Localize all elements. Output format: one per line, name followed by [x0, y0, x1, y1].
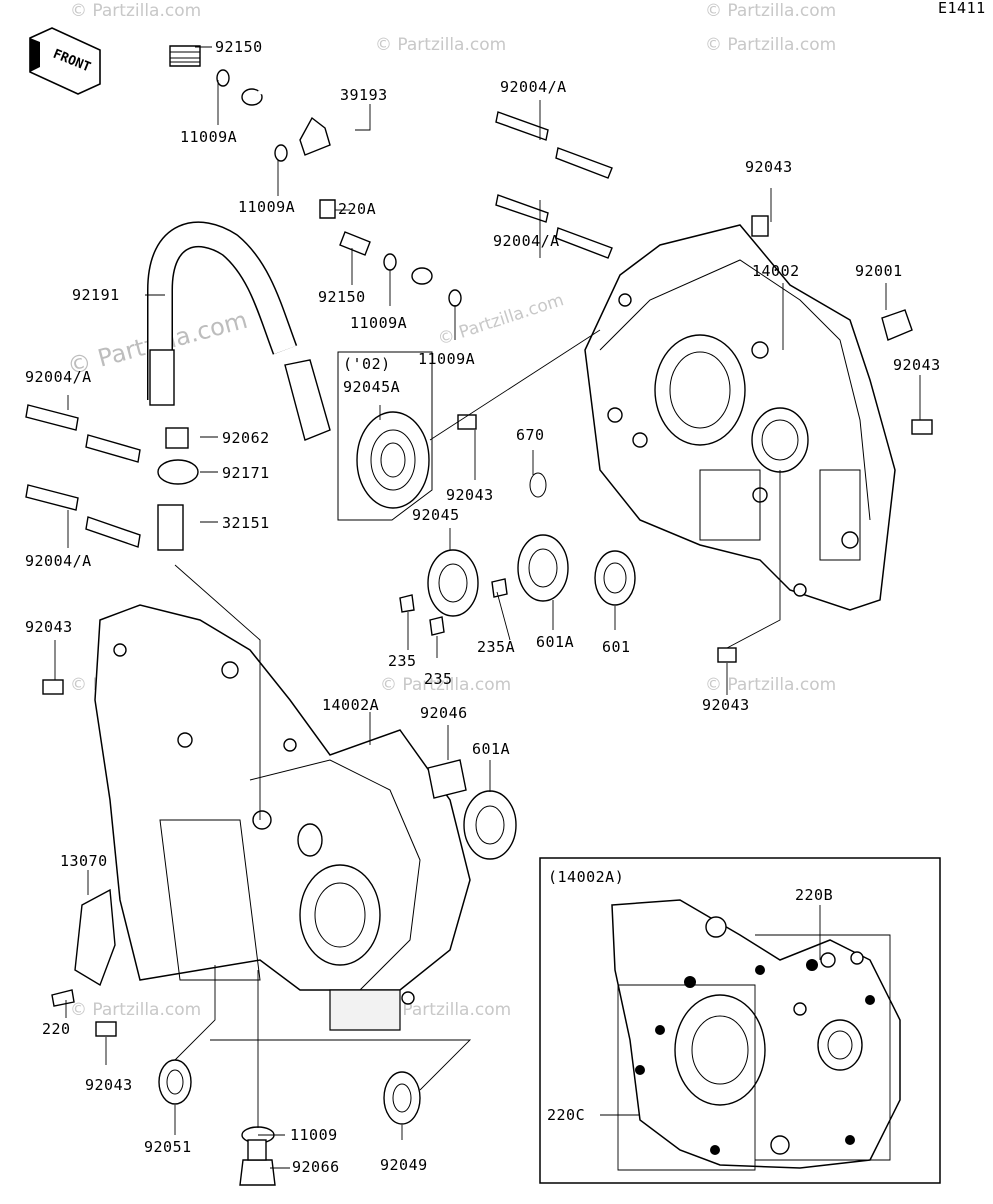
label-92049: 92049: [380, 1156, 428, 1174]
right-crankcase-14002: [584, 224, 896, 611]
stud-set-left: [25, 404, 199, 551]
label-14002: 14002: [752, 262, 800, 280]
part-labels: 92150 11009A 39193 92004/A 92043 11009A …: [25, 38, 941, 1176]
left-crankcase-14002A: [94, 604, 471, 1031]
label-92150: 92150: [318, 288, 366, 306]
label-92066: 92066: [292, 1158, 340, 1176]
label-92043: 92043: [446, 486, 494, 504]
label-92001: 92001: [855, 262, 903, 280]
label-39193: 39193: [340, 86, 388, 104]
label-235: 235: [424, 670, 453, 688]
label-220C: 220C: [547, 1106, 585, 1124]
label-92043: 92043: [702, 696, 750, 714]
bearings-lower: [427, 759, 517, 860]
watermark: © Partzilla.com: [70, 1, 201, 21]
label-92043: 92043: [85, 1076, 133, 1094]
label-32151: 32151: [222, 514, 270, 532]
label-92004A: 92004/A: [25, 552, 92, 570]
label-11009A: 11009A: [418, 350, 475, 368]
label-220: 220: [42, 1020, 71, 1038]
group-02-box: ('02): [337, 351, 433, 521]
group-title: ('02): [343, 355, 391, 373]
label-220B: 220B: [795, 886, 833, 904]
label-92004A: 92004/A: [500, 78, 567, 96]
watermark: © Partzilla.com: [705, 35, 836, 55]
leader-lines: [54, 46, 921, 1169]
label-92150: 92150: [215, 38, 263, 56]
label-601: 601: [602, 638, 631, 656]
label-92004A: 92004/A: [493, 232, 560, 250]
label-92043: 92043: [25, 618, 73, 636]
label-601A: 601A: [472, 740, 510, 758]
watermark: © Partzilla.com: [380, 1000, 511, 1020]
label-14002A: 14002A: [322, 696, 379, 714]
label-13070: 13070: [60, 852, 108, 870]
label-11009A: 11009A: [350, 314, 407, 332]
diagram-code: E1411: [938, 0, 986, 17]
label-92062: 92062: [222, 429, 270, 447]
inset-title: (14002A): [548, 868, 624, 886]
label-235: 235: [388, 652, 417, 670]
label-92046: 92046: [420, 704, 468, 722]
seals-and-plug: [158, 1059, 421, 1186]
inset-14002A: (14002A): [539, 857, 941, 1184]
bearings-row: [399, 534, 636, 636]
watermark: © Partzilla.com: [375, 35, 506, 55]
breather-hose-92191: [147, 221, 331, 441]
label-92051: 92051: [144, 1138, 192, 1156]
oil-pipe-39193: [169, 45, 468, 307]
label-670: 670: [516, 426, 545, 444]
label-92043: 92043: [745, 158, 793, 176]
label-11009: 11009: [290, 1126, 338, 1144]
label-92045A: 92045A: [343, 378, 400, 396]
label-11009A: 11009A: [180, 128, 237, 146]
watermark: © Partzilla.com: [705, 1, 836, 21]
o-ring-670: [529, 472, 547, 498]
label-92004A: 92004/A: [25, 368, 92, 386]
label-92171: 92171: [222, 464, 270, 482]
label-601A: 601A: [536, 633, 574, 651]
watermark: © Partzilla.com: [380, 675, 511, 695]
watermark: © Partzilla.com: [70, 1000, 201, 1020]
dowel-pins: [42, 215, 933, 1037]
label-235A: 235A: [477, 638, 515, 656]
label-11009A: 11009A: [238, 198, 295, 216]
bracket-13070: [51, 888, 116, 1007]
label-220A: 220A: [338, 200, 376, 218]
label-92043: 92043: [893, 356, 941, 374]
label-92191: 92191: [72, 286, 120, 304]
front-arrow-icon: FRONT: [29, 27, 101, 95]
label-92045: 92045: [412, 506, 460, 524]
stud-set-upper: [495, 111, 613, 259]
watermark: © Partzilla.com: [705, 675, 836, 695]
